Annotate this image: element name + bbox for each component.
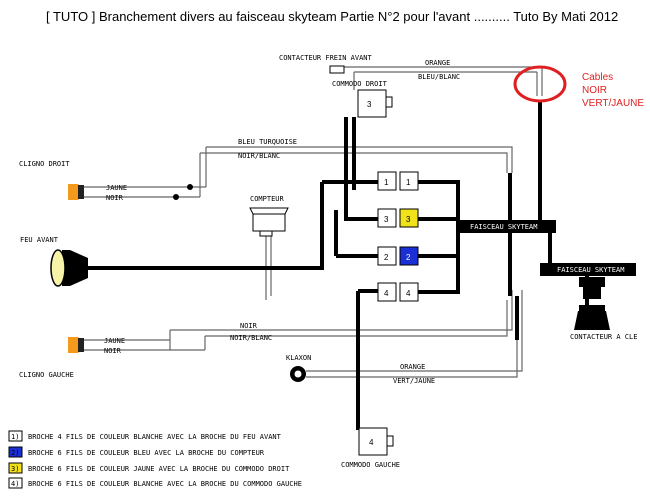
annotation-line-1: Cables	[582, 72, 613, 83]
page-title: [ TUTO ] Branchement divers au faisceau …	[46, 9, 618, 24]
thick-wires	[85, 100, 589, 430]
legend-item-2: 2) BROCHE 6 FILS DE COULEUR BLEU AVEC LA…	[8, 446, 265, 458]
wire-label-orange-bottom: ORANGE	[400, 363, 425, 371]
cligno-droit[interactable]: CLIGNO DROIT	[19, 160, 84, 200]
wire-label-jaune-droit: JAUNE	[106, 184, 127, 192]
svg-text:BROCHE 6 FILS DE COULEUR BLANC: BROCHE 6 FILS DE COULEUR BLANCHE AVEC LA…	[28, 480, 302, 488]
feu-avant[interactable]: FEU AVANT	[20, 236, 88, 287]
svg-text:FEU AVANT: FEU AVANT	[20, 236, 59, 244]
legend-item-3: 3) BROCHE 6 FILS DE COULEUR JAUNE AVEC L…	[8, 462, 290, 474]
junction-dot	[173, 194, 179, 200]
contacteur-frein[interactable]: CONTACTEUR FREIN AVANT	[279, 54, 373, 74]
svg-text:COMPTEUR: COMPTEUR	[250, 195, 285, 203]
legend-swatch-1	[8, 430, 23, 442]
wire-label-noir-gauche: NOIR	[104, 347, 122, 355]
wire-label-bleu-turquoise: BLEU TURQUOISE	[238, 138, 297, 146]
legend-swatch-4	[8, 477, 23, 489]
faisceau-label-1: FAISCEAU SKYTEAM	[470, 223, 537, 231]
svg-text:BROCHE 6 FILS DE COULEUR BLEU: BROCHE 6 FILS DE COULEUR BLEU AVEC LA BR…	[28, 449, 265, 457]
klaxon[interactable]: KLAXON	[286, 354, 311, 382]
legend-swatch-2	[8, 446, 23, 458]
wire-label-noir-bottom: NOIR	[240, 322, 258, 330]
cligno-gauche[interactable]: CLIGNO GAUCHE	[19, 337, 84, 379]
svg-text:1: 1	[384, 178, 389, 187]
wire-label-orange-top: ORANGE	[425, 59, 450, 67]
svg-text:3: 3	[367, 100, 372, 109]
svg-text:COMMODO DROIT: COMMODO DROIT	[332, 80, 388, 88]
svg-text:4: 4	[406, 289, 411, 298]
connector-pair-1[interactable]: 1 1	[377, 171, 419, 191]
wire-label-noir-droit: NOIR	[106, 194, 124, 202]
legend-item-1: 1) BROCHE 4 FILS DE COULEUR BLANCHE AVEC…	[8, 430, 282, 442]
wire-label-bleu-blanc: BLEU/BLANC	[418, 73, 460, 81]
contacteur-a-cle[interactable]: CONTACTEUR A CLE	[570, 277, 637, 341]
connector-swatch-1	[399, 171, 419, 191]
connector-swatch-3	[399, 208, 419, 228]
svg-text:1: 1	[406, 178, 411, 187]
legend: 1) BROCHE 4 FILS DE COULEUR BLANCHE AVEC…	[8, 430, 302, 489]
svg-text:COMMODO GAUCHE: COMMODO GAUCHE	[341, 461, 400, 469]
legend-item-4: 4) BROCHE 6 FILS DE COULEUR BLANCHE AVEC…	[8, 477, 302, 489]
svg-text:1): 1)	[11, 433, 19, 441]
faisceau-bar-1	[460, 220, 556, 233]
svg-text:CONTACTEUR A CLE: CONTACTEUR A CLE	[570, 333, 637, 341]
svg-text:3): 3)	[11, 465, 19, 473]
thin-wires	[84, 66, 543, 378]
svg-text:4): 4)	[11, 480, 19, 488]
svg-text:2: 2	[406, 253, 411, 262]
svg-text:4: 4	[384, 289, 389, 298]
faisceau-bar-2	[540, 263, 636, 276]
connector-pair-2[interactable]: 2 2	[377, 246, 419, 266]
wire-label-jaune-gauche: JAUNE	[104, 337, 125, 345]
connector-pair-3[interactable]: 3 3	[377, 208, 419, 228]
faisceau-label-2: FAISCEAU SKYTEAM	[557, 266, 624, 274]
connector-swatch-2	[399, 246, 419, 266]
svg-text:KLAXON: KLAXON	[286, 354, 311, 362]
wire-label-noir-blanc-top: NOIR/BLANC	[238, 152, 280, 160]
connector-pair-4[interactable]: 4 4	[377, 282, 419, 302]
annotation-line-2: NOIR	[582, 85, 607, 96]
svg-text:3: 3	[384, 215, 389, 224]
svg-text:BROCHE 6 FILS DE COULEUR JAUNE: BROCHE 6 FILS DE COULEUR JAUNE AVEC LA B…	[28, 465, 290, 473]
svg-text:3: 3	[406, 215, 411, 224]
wire-label-noir-blanc-bottom: NOIR/BLANC	[230, 334, 272, 342]
annotation-line-3: VERT/JAUNE	[582, 98, 644, 109]
commodo-gauche[interactable]: 4 COMMODO GAUCHE	[341, 427, 400, 469]
svg-text:BROCHE 4 FILS DE COULEUR BLANC: BROCHE 4 FILS DE COULEUR BLANCHE AVEC LA…	[28, 433, 282, 441]
wire-label-vert-jaune: VERT/JAUNE	[393, 377, 435, 385]
svg-text:CONTACTEUR FREIN AVANT: CONTACTEUR FREIN AVANT	[279, 54, 373, 62]
legend-swatch-3	[8, 462, 23, 474]
svg-text:CLIGNO GAUCHE: CLIGNO GAUCHE	[19, 371, 74, 379]
connector-swatch-4	[399, 282, 419, 302]
svg-text:4: 4	[369, 438, 374, 447]
svg-text:2): 2)	[11, 449, 19, 457]
compteur[interactable]: COMPTEUR	[249, 195, 289, 237]
svg-text:CLIGNO DROIT: CLIGNO DROIT	[19, 160, 70, 168]
commodo-droit[interactable]: COMMODO DROIT 3	[332, 80, 393, 118]
junction-dot	[187, 184, 193, 190]
highlight-circle	[513, 65, 567, 103]
svg-text:2: 2	[384, 253, 389, 262]
